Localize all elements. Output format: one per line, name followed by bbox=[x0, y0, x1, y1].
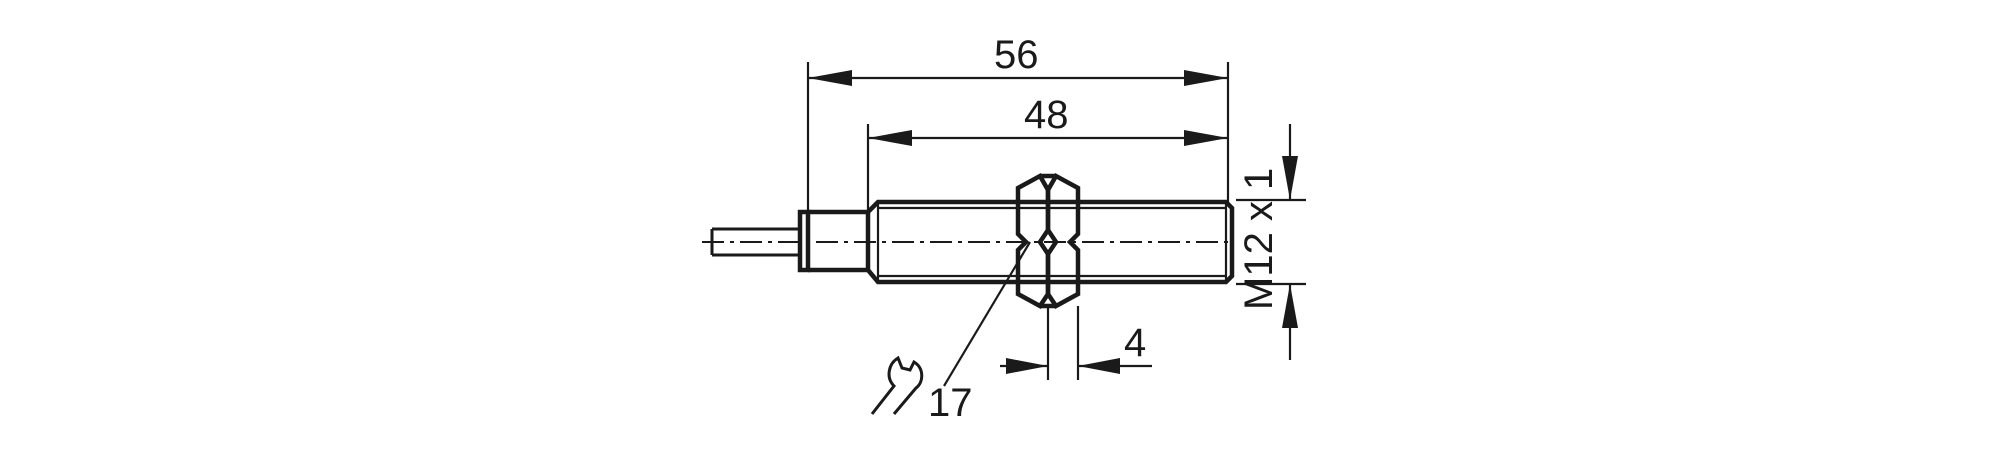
threaded-body bbox=[866, 199, 1235, 285]
wrench-size-callout: 17 bbox=[870, 241, 1031, 425]
arrowhead bbox=[808, 70, 852, 86]
arrowhead bbox=[868, 130, 912, 146]
overall-length-label: 56 bbox=[994, 33, 1039, 77]
nut-thickness-label: 4 bbox=[1124, 321, 1146, 365]
arrowhead bbox=[1282, 284, 1298, 328]
arrowhead bbox=[1078, 358, 1120, 374]
arrowhead bbox=[1006, 358, 1048, 374]
dimension-thread-diameter: M12 x 1 bbox=[1236, 124, 1306, 360]
thread-spec-label: M12 x 1 bbox=[1237, 168, 1281, 310]
dimension-overall-length: 56 bbox=[806, 33, 1230, 212]
dimension-thread-length: 48 bbox=[866, 93, 1228, 212]
arrowhead bbox=[1184, 130, 1228, 146]
wrench-icon bbox=[870, 355, 924, 415]
arrowhead bbox=[1184, 70, 1228, 86]
thread-length-label: 48 bbox=[1024, 93, 1069, 137]
arrowhead bbox=[1282, 156, 1298, 200]
dimension-nut-thickness: 4 bbox=[1000, 306, 1152, 380]
wrench-size-label: 17 bbox=[928, 381, 973, 425]
